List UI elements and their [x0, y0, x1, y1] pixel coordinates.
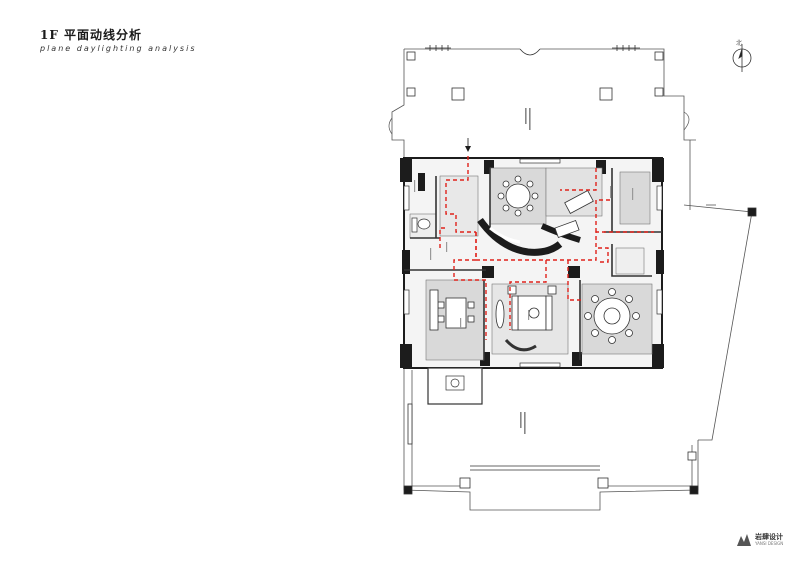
window-marks: [403, 158, 663, 368]
north-label: 北: [736, 40, 743, 47]
tea-area-furniture: [554, 190, 594, 238]
bathroom-fixtures: [411, 217, 465, 391]
living-room-furniture: [495, 285, 557, 352]
brand-text-block: 岩肆设计 YANSI DESIGN: [755, 533, 783, 546]
brand-mark-icon: [737, 533, 751, 546]
dining-table-small: [497, 175, 539, 217]
sheet-subtitle: plane daylighting analysis: [40, 44, 197, 53]
terrace-door-marks: [388, 111, 690, 135]
room-tags: [414, 180, 634, 328]
brand-tagline: YANSI DESIGN: [755, 541, 784, 546]
terrace-pillars-top: [406, 45, 664, 101]
brand-logo: 岩肆设计 YANSI DESIGN: [737, 533, 783, 546]
north-arrow: [732, 44, 752, 72]
dining-table-large: [584, 288, 640, 344]
circulation-routes: [439, 156, 654, 340]
brand-name: 岩肆设计: [755, 533, 783, 541]
terrace-annotation: [520, 108, 531, 434]
entry-marker: [465, 138, 471, 152]
terrace-pillars-bottom: [403, 207, 757, 495]
sheet-title: 1F 平面动线分析: [40, 28, 143, 42]
